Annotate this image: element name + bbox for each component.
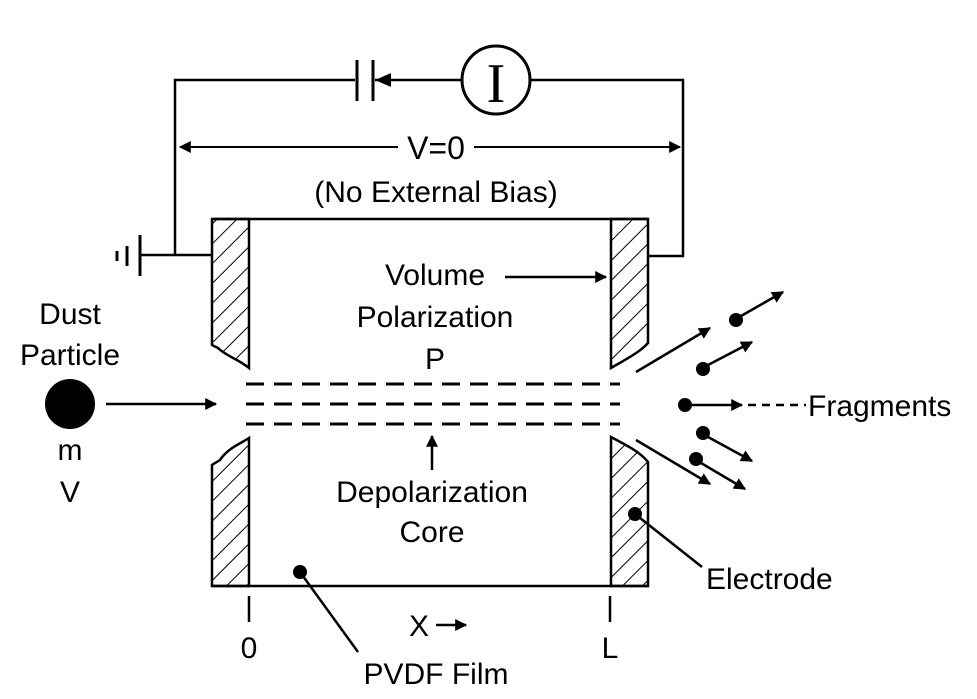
dust-line2: Particle xyxy=(20,339,120,372)
volume-polarization-label: Volume Polarization P xyxy=(357,259,608,376)
axis-markers: 0 L X xyxy=(241,596,619,665)
volume-line2: Polarization xyxy=(357,301,514,334)
origin-label: 0 xyxy=(241,632,258,665)
volume-line1: Volume xyxy=(385,259,485,292)
volume-line3: P xyxy=(425,343,445,376)
depol-line2: Core xyxy=(399,516,464,549)
electrode-left-bottom xyxy=(210,435,251,588)
electrode-callout: Electrode xyxy=(628,507,833,596)
dust-particle: Dust Particle m V xyxy=(20,298,218,509)
electrode-label: Electrode xyxy=(706,563,833,596)
fragments: Fragments xyxy=(635,290,951,491)
electrode-left-top xyxy=(210,217,251,371)
external-circuit xyxy=(173,78,685,258)
pvdf-film xyxy=(212,217,648,588)
voltage-label: V=0 xyxy=(407,130,465,166)
ammeter-icon: I xyxy=(460,44,532,116)
capacitor-icon xyxy=(355,60,391,101)
depol-line1: Depolarization xyxy=(336,476,528,509)
depolarization-core xyxy=(246,382,620,426)
x-axis-label: X xyxy=(409,610,429,643)
pvdf-film-label: PVDF Film xyxy=(364,658,509,691)
fragments-label: Fragments xyxy=(808,390,951,423)
dust-line1: Dust xyxy=(39,298,101,331)
voltage-dimension: V=0 (No External Bias) xyxy=(178,130,682,209)
bias-label: (No External Bias) xyxy=(314,176,557,209)
ground-icon xyxy=(115,235,175,276)
dust-particle-icon xyxy=(45,379,95,429)
depolarization-core-label: Depolarization Core xyxy=(336,434,528,549)
length-label: L xyxy=(602,632,619,665)
velocity-label: V xyxy=(60,476,80,509)
mass-label: m xyxy=(58,434,83,467)
ammeter-label: I xyxy=(487,53,506,115)
pvdf-film-callout: PVDF Film xyxy=(293,565,509,691)
electrode-right-top xyxy=(609,217,650,371)
